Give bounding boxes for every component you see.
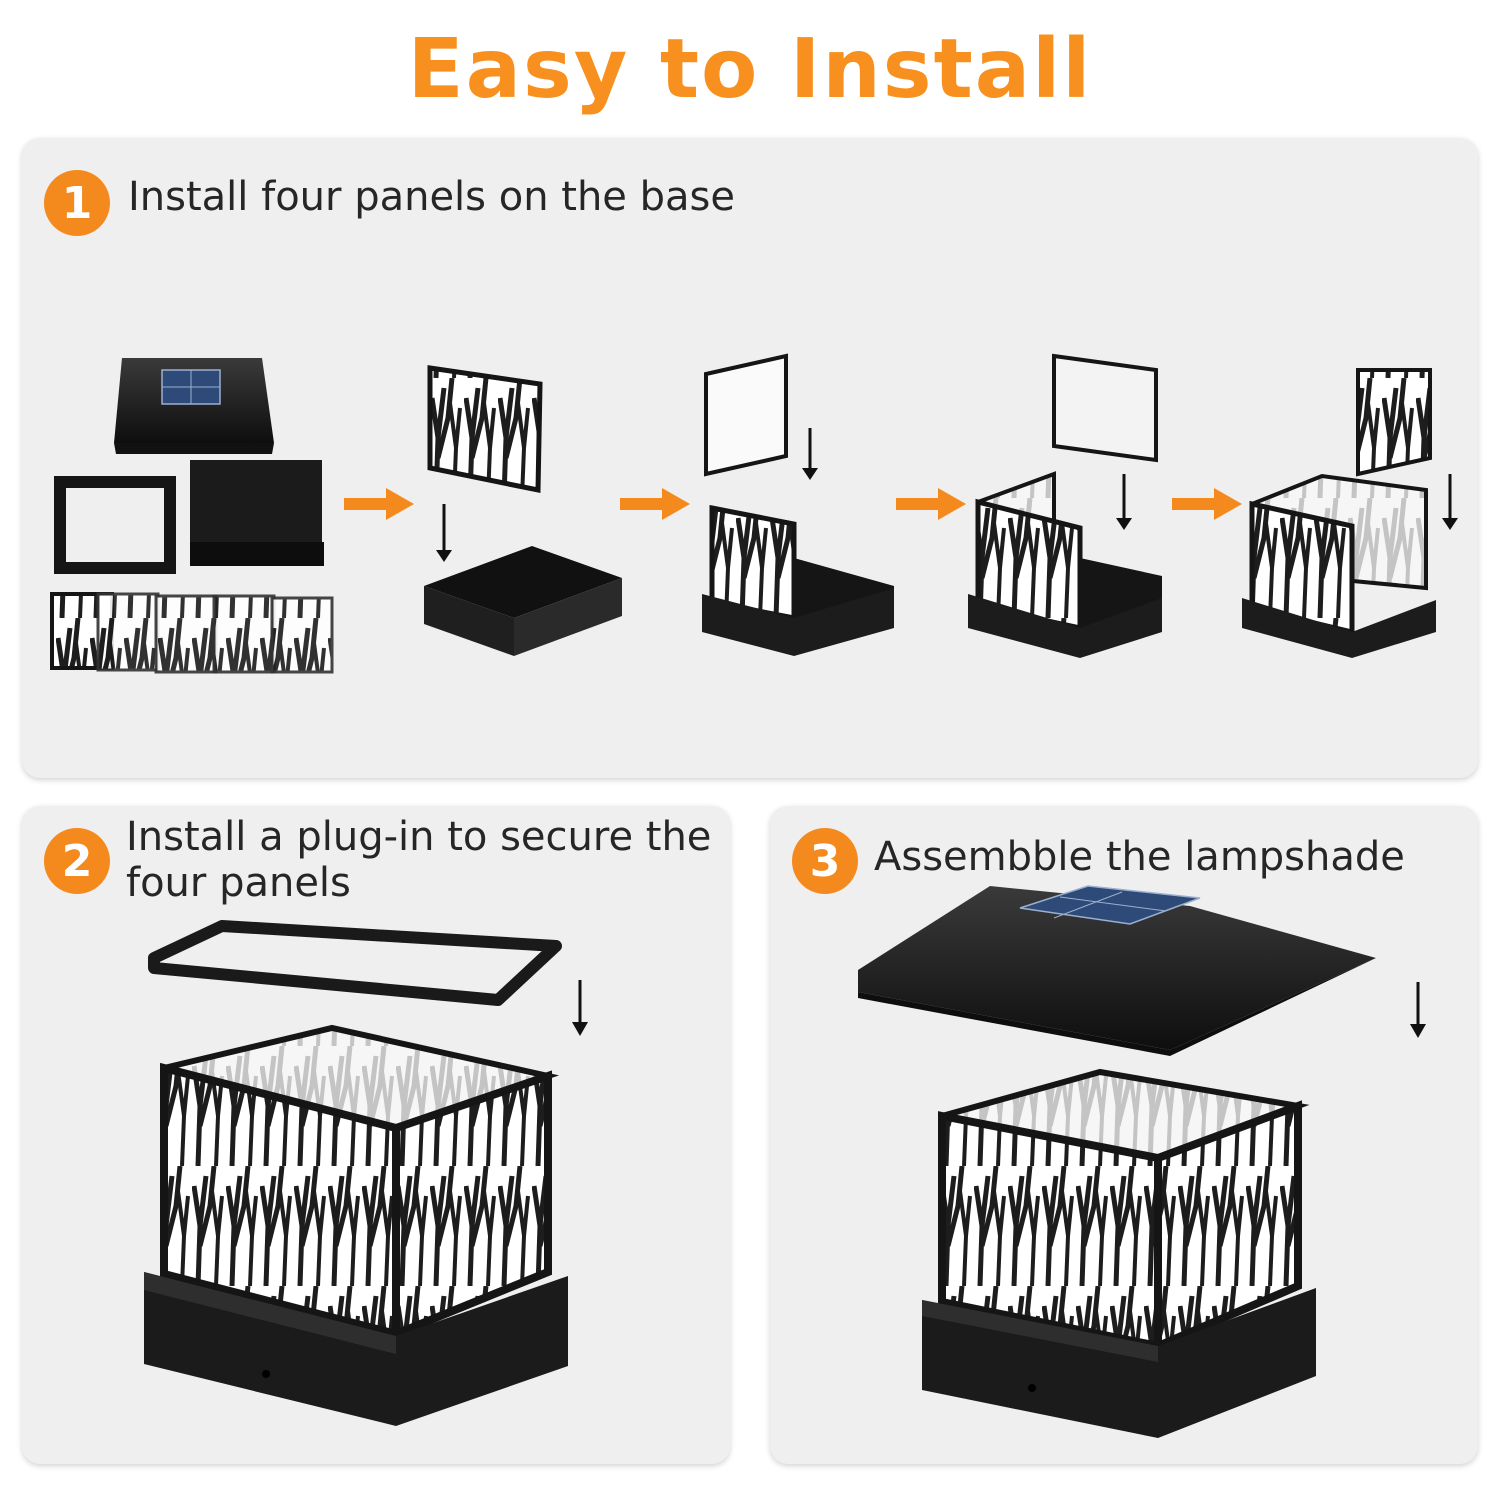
step-1-badge: 1: [44, 170, 110, 236]
orange-arrow-right-icon: [344, 488, 414, 520]
down-arrow-icon: [572, 980, 588, 1036]
solar-cap: [858, 885, 1376, 1056]
stage-a: [424, 365, 622, 656]
lamp-body: [922, 1068, 1316, 1438]
page-title: Easy to Install: [407, 22, 1093, 117]
stage-d: [1242, 368, 1458, 658]
step-3-illustration: [858, 885, 1426, 1438]
plug-in-frame: [148, 920, 562, 1006]
down-arrow-icon: [1410, 982, 1426, 1038]
parts-kit: [50, 358, 334, 674]
step-1-illustration: [50, 353, 1458, 674]
orange-arrow-right-icon: [896, 488, 966, 520]
orange-arrow-right-icon: [620, 488, 690, 520]
step-2-text: Install a plug-in to secure the four pan…: [126, 814, 712, 906]
step-1-panel: 1 Install four panels on the base: [22, 138, 1478, 778]
orange-arrow-right-icon: [1172, 488, 1242, 520]
step-2-badge: 2: [44, 828, 110, 894]
step-2-panel: 2 Install a plug-in to secure the four p…: [22, 806, 730, 1464]
step-3-text: Assembble the lampshade: [874, 834, 1405, 880]
step-3-badge: 3: [792, 828, 858, 894]
lamp-body: [144, 1024, 568, 1426]
step-2-illustration: [144, 920, 588, 1426]
step-1-text: Install four panels on the base: [128, 174, 735, 220]
step-3-panel: 3 Assembble the lampshade: [770, 806, 1478, 1464]
stage-b: [702, 353, 894, 656]
stage-c: [968, 353, 1162, 658]
